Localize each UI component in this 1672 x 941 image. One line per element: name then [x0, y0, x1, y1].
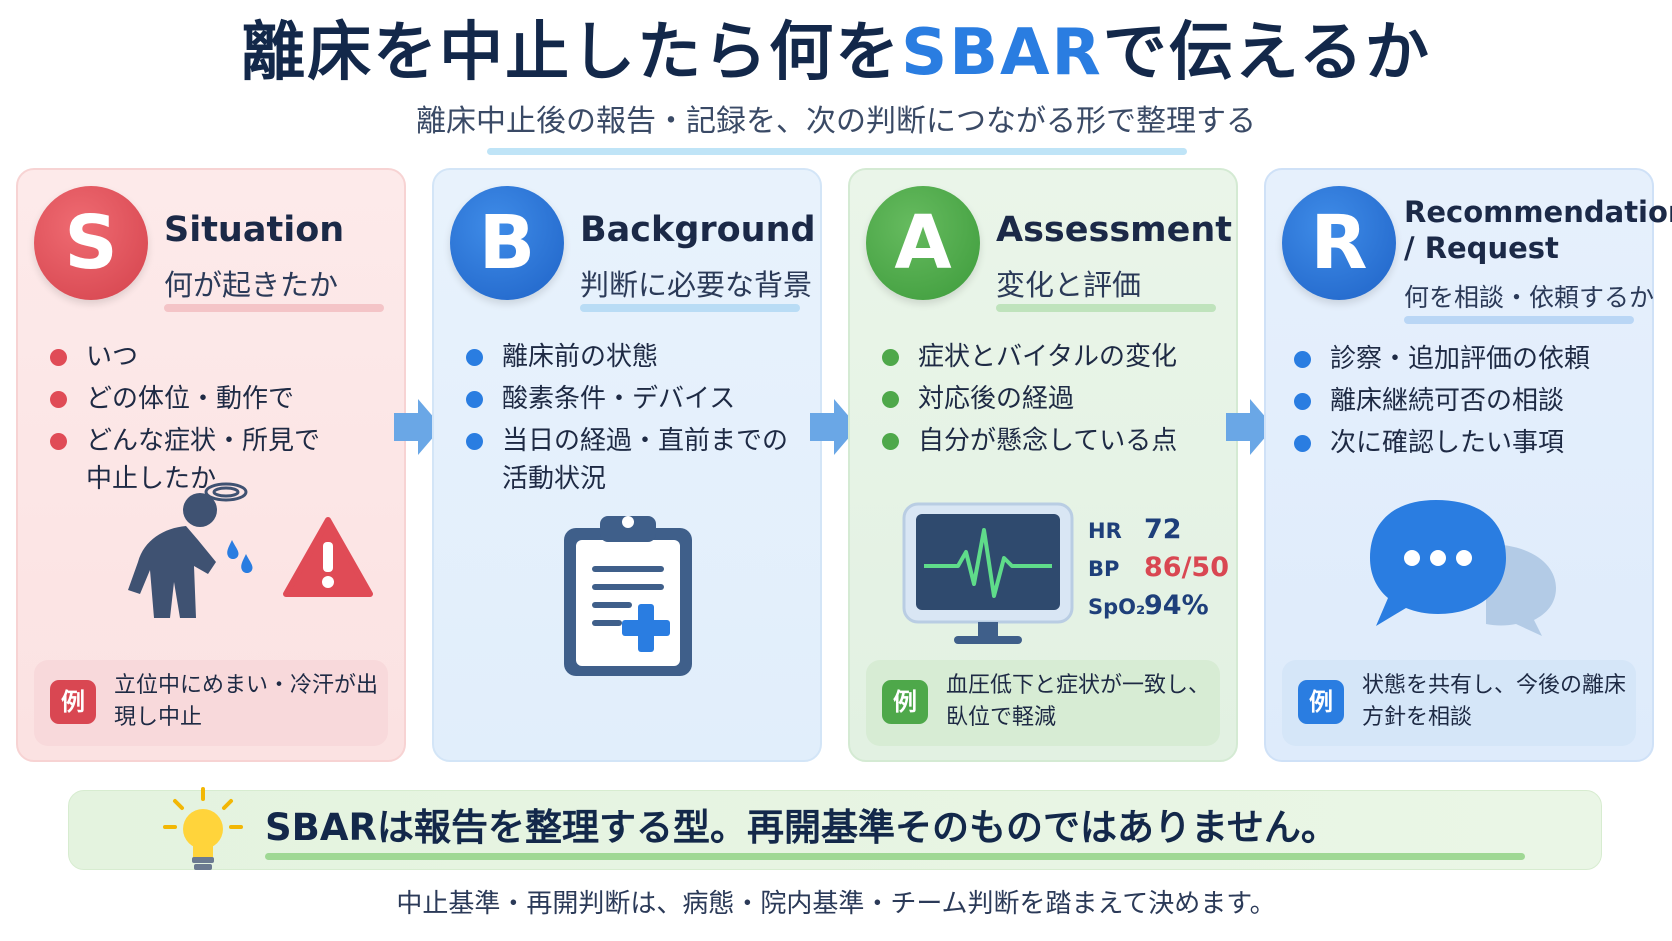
list-item: 診察・追加評価の依頼 [1288, 340, 1638, 378]
bullet-dot [466, 391, 483, 408]
card-subheading: 変化と評価 [996, 268, 1142, 302]
vital-spo2: SpO₂94% [1088, 590, 1209, 621]
example-tag: 例 [1298, 680, 1344, 724]
list-item: 離床前の状態 [460, 338, 810, 376]
monitor-icon [902, 502, 1074, 644]
title-highlight: SBAR [901, 16, 1103, 90]
card-assessment: A Assessment 変化と評価 症状とバイタルの変化 対応後の経過 自分が… [848, 168, 1238, 762]
bullet-dot [1294, 351, 1311, 368]
list-item-text: 離床継続可否の相談 [1330, 386, 1565, 416]
bullet-dot [466, 349, 483, 366]
list-item-text: いつ [86, 342, 139, 372]
bullet-dot [50, 349, 67, 366]
list-item: いつ [44, 338, 394, 376]
list-item-text: 当日の経過・直前までの活動状況 [502, 426, 789, 494]
badge-s: S [34, 186, 148, 300]
list-item: 離床継続可否の相談 [1288, 382, 1638, 420]
title-part1: 離床を中止したら何を [241, 16, 902, 90]
vital-label: SpO₂ [1088, 595, 1146, 619]
list-item: 対応後の経過 [876, 380, 1226, 418]
list-item-text: どの体位・動作で [86, 384, 295, 414]
tip-text: SBARは報告を整理する型。再開基準そのものではありません。 [265, 806, 1338, 849]
page-subtitle: 離床中止後の報告・記録を、次の判断につながる形で整理する [416, 104, 1256, 139]
card-heading: Assessment [996, 210, 1233, 250]
clipboard-icon [564, 516, 692, 676]
vital-value: 72 [1144, 514, 1182, 545]
vital-label: BP [1088, 557, 1120, 581]
list-item: 症状とバイタルの変化 [876, 338, 1226, 376]
card-subheading: 何が起きたか [164, 268, 339, 302]
lightbulb-icon [163, 787, 243, 870]
bullet-list: いつ どの体位・動作で どんな症状・所見で中止したか [44, 338, 394, 502]
card-subheading: 何を相談・依頼するか [1404, 283, 1655, 312]
vital-value: 94% [1144, 590, 1209, 621]
vital-hr: HR 72 [1088, 514, 1182, 545]
vital-value: 86/50 [1144, 552, 1230, 583]
vital-bp: BP 86/50 [1088, 552, 1229, 583]
example-text: 状態を共有し、今後の離床方針を相談 [1362, 673, 1627, 730]
list-item-text: 症状とバイタルの変化 [918, 342, 1177, 372]
subheading-underline [580, 304, 800, 312]
bullet-list: 離床前の状態 酸素条件・デバイス 当日の経過・直前までの活動状況 [460, 338, 810, 502]
card-recommendation: R Recommendation / Request 何を相談・依頼するか 診察… [1264, 168, 1672, 762]
subheading-underline [164, 304, 384, 312]
list-item-text: 対応後の経過 [918, 384, 1075, 414]
card-heading: Situation [164, 210, 345, 250]
bullet-dot [466, 433, 483, 450]
list-item: 次に確認したい事項 [1288, 424, 1638, 462]
card-subheading: 判断に必要な背景 [580, 268, 813, 302]
example-box: 例 立位中にめまい・冷汗が出現し中止 [34, 660, 388, 746]
badge-a: A [866, 186, 980, 300]
dizzy-person-icon [128, 482, 253, 618]
example-text: 立位中にめまい・冷汗が出現し中止 [114, 673, 379, 730]
tip-banner: SBARは報告を整理する型。再開基準そのものではありません。 [68, 787, 1602, 870]
vital-label: HR [1088, 519, 1122, 543]
bullet-dot [50, 391, 67, 408]
arrow-right-icon [810, 399, 858, 455]
list-item-text: 離床前の状態 [502, 342, 659, 372]
bullet-list: 診察・追加評価の依頼 離床継続可否の相談 次に確認したい事項 [1288, 340, 1638, 466]
subheading-underline [996, 304, 1216, 312]
bullet-dot [50, 433, 67, 450]
list-item: 酸素条件・デバイス [460, 380, 810, 418]
card-situation: S Situation 何が起きたか いつ どの体位・動作で どんな症状・所見で… [16, 168, 406, 762]
list-item-text: 自分が懸念している点 [918, 426, 1178, 456]
list-item-text: 次に確認したい事項 [1330, 428, 1565, 458]
example-box: 例 状態を共有し、今後の離床方針を相談 [1282, 660, 1636, 746]
card-heading: Recommendation / Request [1404, 195, 1672, 265]
bullet-dot [1294, 435, 1311, 452]
arrow-right-icon [394, 399, 442, 455]
list-item-text: どんな症状・所見で中止したか [86, 426, 321, 494]
tip-underline [265, 853, 1525, 860]
title-part2: で伝えるか [1102, 16, 1431, 90]
badge-b: B [450, 186, 564, 300]
list-item-text: 診察・追加評価の依頼 [1330, 344, 1591, 374]
warning-icon [283, 517, 373, 597]
example-text: 血圧低下と症状が一致し、臥位で軽減 [946, 673, 1211, 730]
bullet-dot [1294, 393, 1311, 410]
card-heading: Background [580, 210, 816, 250]
bullet-dot [882, 433, 899, 450]
chat-bubbles-icon [1370, 500, 1556, 636]
page-title: 離床を中止したら何をSBARで伝えるか [0, 8, 1672, 98]
footer-note: 中止基準・再開判断は、病態・院内基準・チーム判断を踏まえて決めます。 [396, 889, 1276, 919]
card-background: B Background 判断に必要な背景 離床前の状態 酸素条件・デバイス 当… [432, 168, 822, 762]
list-item: 自分が懸念している点 [876, 422, 1226, 460]
arrow-right-icon [1226, 399, 1274, 455]
bullet-dot [882, 349, 899, 366]
example-box: 例 血圧低下と症状が一致し、臥位で軽減 [866, 660, 1220, 746]
example-tag: 例 [50, 680, 96, 724]
badge-r: R [1282, 186, 1396, 300]
list-item: どの体位・動作で [44, 380, 394, 418]
example-tag: 例 [882, 680, 928, 724]
subtitle-underline [487, 148, 1187, 155]
subheading-underline [1404, 316, 1634, 324]
list-item-text: 酸素条件・デバイス [502, 384, 736, 414]
bullet-dot [882, 391, 899, 408]
list-item: 当日の経過・直前までの活動状況 [460, 422, 800, 498]
list-item: どんな症状・所見で中止したか [44, 422, 344, 498]
bullet-list: 症状とバイタルの変化 対応後の経過 自分が懸念している点 [876, 338, 1226, 464]
